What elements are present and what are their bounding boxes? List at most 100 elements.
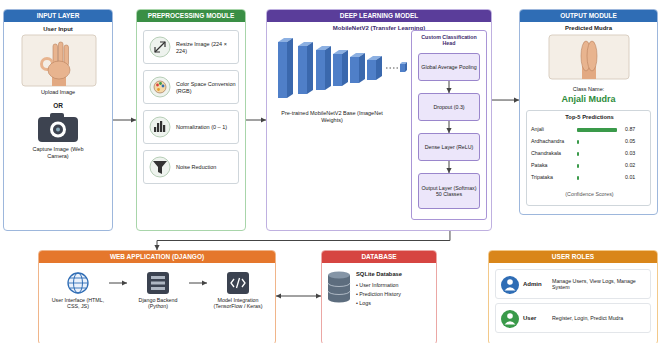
text-slot: Dense Layer (ReLU): [421, 144, 477, 150]
text-slot: Normalization (0 – 1): [176, 124, 236, 131]
node-text: 0.03: [625, 150, 647, 156]
node-text: Tripataka: [531, 174, 575, 180]
node-text: 0.01: [625, 174, 647, 180]
preprocess-step: Color Space Conversion (RGB): [143, 70, 239, 104]
node-text: MobileNetV2 (Transfer Learning): [267, 25, 491, 32]
connector: [109, 280, 127, 285]
connector: [492, 97, 519, 102]
node-text: Predicted Mudra: [520, 25, 657, 32]
module-title: INPUT LAYER: [4, 12, 112, 20]
node-text: SQLite Database: [356, 271, 434, 278]
camera-lens-ring: [50, 122, 66, 138]
text-slot: OR: [4, 102, 112, 110]
text-slot: Anjali: [531, 126, 575, 132]
camera-body: [38, 117, 78, 142]
resize-icon: [160, 42, 165, 47]
layer-box: Output Layer (Softmax) 50 Classes: [418, 173, 480, 209]
node-text: Model Integration (TensorFlow / Keras): [208, 297, 268, 310]
text-slot: • User Information: [356, 282, 434, 288]
admin-icon: [501, 276, 519, 294]
node-text: Ardhachandra: [531, 138, 575, 144]
network-slab: [287, 38, 293, 98]
output-panel: OUTPUT MODULEPredicted MudraClass Name:A…: [519, 9, 658, 215]
text-slot: Register, Login, Predict Mudra: [552, 315, 648, 321]
database-icon: [328, 296, 350, 303]
connector: [276, 293, 321, 298]
connector: [446, 121, 451, 133]
classification-head: Custom Classification HeadGlobal Average…: [411, 30, 487, 220]
connector: [446, 81, 451, 93]
node-text: Anjali Mudra: [520, 94, 657, 105]
database-icon: [328, 272, 350, 279]
node-text: Custom Classification Head: [414, 34, 484, 47]
layer-box: Global Average Pooling: [418, 53, 480, 81]
connector: [189, 280, 207, 285]
palette-dot: [159, 82, 162, 85]
text-slot: Model Integration (TensorFlow / Keras): [208, 297, 268, 310]
node-text: Admin: [523, 281, 551, 288]
node-text: Normalization (0 – 1): [176, 124, 236, 131]
web-component: User Interface (HTML, CSS, JS): [47, 269, 109, 331]
code-icon: [227, 272, 249, 294]
text-slot: Global Average Pooling: [421, 64, 477, 70]
header-bar: INPUT LAYER: [4, 10, 112, 22]
histogram-bar: [163, 125, 165, 132]
module-title: OUTPUT MODULE: [520, 12, 657, 20]
connector: [446, 161, 451, 173]
header-bar: OUTPUT MODULE: [520, 10, 657, 22]
text-slot: Anjali Mudra: [520, 94, 657, 105]
node-text: Color Space Conversion (RGB): [176, 81, 236, 94]
palette-dot: [157, 88, 160, 91]
code-icon: [231, 278, 245, 288]
node-text: Register, Login, Predict Mudra: [552, 315, 648, 321]
node-text: Capture Image (Web Camera): [23, 146, 93, 159]
preprocess-step: Normalization (0 – 1): [143, 110, 239, 144]
network-slab: [333, 54, 342, 86]
admin-icon: [507, 279, 513, 285]
text-slot: User Input: [4, 26, 112, 33]
arrowhead: [202, 280, 207, 285]
resize-icon: [155, 47, 160, 52]
text-slot: Ardhachandra: [531, 138, 575, 144]
preprocessing-panel: PREPROCESSING MODULEResize Image (224 × …: [136, 9, 246, 231]
network-slab: [350, 57, 359, 83]
text-slot: Top-5 Predictions: [531, 114, 648, 121]
network-slab: [367, 60, 376, 80]
hand-palm: [587, 41, 597, 71]
user-icon: [507, 313, 513, 319]
text-slot: Dropout (0.3): [421, 104, 477, 110]
header-bar: DEEP LEARNING MODEL: [267, 10, 491, 22]
node-text: Anjali: [531, 126, 575, 132]
text-slot: • Logs: [356, 300, 434, 306]
icon-circle: [150, 117, 170, 137]
resize-icon: [155, 42, 165, 52]
photo-frame: [22, 35, 96, 86]
text-slot: Color Space Conversion (RGB): [176, 81, 236, 94]
confidence-bar: [577, 164, 579, 169]
network-slab: [342, 50, 348, 86]
node-text: User: [523, 315, 551, 322]
text-slot: • Prediction History: [356, 291, 434, 297]
node-text: Chandrakala: [531, 150, 575, 156]
text-slot: Tripataka: [531, 174, 575, 180]
node-text: Upload Image: [4, 89, 112, 96]
connector: [113, 117, 136, 122]
preprocess-step: Noise Reduction: [143, 150, 239, 184]
text-slot: (Confidence Scores): [531, 191, 648, 197]
node-text: OR: [4, 102, 112, 110]
palette-icon: [154, 81, 166, 93]
text-slot: Admin: [523, 281, 551, 288]
text-slot: Pataka: [531, 162, 575, 168]
header-bar: PREPROCESSING MODULE: [137, 10, 245, 22]
histogram-bar: [160, 121, 162, 132]
node-text: Dropout (0.3): [421, 104, 477, 110]
user-roles-panel: USER ROLESAdminManage Users, View Logs, …: [488, 250, 658, 343]
icon-circle: [150, 157, 170, 177]
module-title: WEB APPLICATION (DJANGO): [39, 253, 275, 261]
web-component: Django Backend (Python): [127, 269, 189, 331]
text-slot: 0.87: [625, 126, 647, 132]
node-text: Pre-trained MobileNetV2 Base (ImageNet W…: [277, 110, 387, 123]
server-icon: [147, 272, 169, 294]
